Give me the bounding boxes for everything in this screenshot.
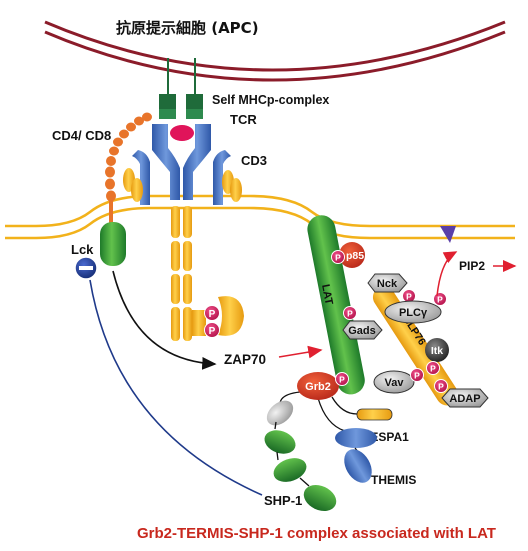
cd3-delta-left bbox=[131, 178, 143, 202]
lck-inhibition-symbol bbox=[74, 256, 98, 280]
itk-label: Itk bbox=[431, 345, 443, 357]
svg-text:P: P bbox=[335, 253, 341, 263]
plcg-enzyme bbox=[384, 300, 442, 324]
shp1-linker-1 bbox=[274, 421, 277, 430]
grb2-phospho: P bbox=[335, 372, 349, 386]
mhc-block-right-bottom bbox=[186, 109, 203, 119]
svg-text:P: P bbox=[438, 382, 444, 392]
adap-adaptor bbox=[441, 388, 489, 408]
grb2-adaptor bbox=[297, 372, 339, 400]
vav-label: Vav bbox=[385, 377, 405, 389]
plcg-phospho: P bbox=[433, 292, 447, 306]
figure-caption: Grb2-TERMIS-SHP-1 complex associated wit… bbox=[137, 525, 496, 542]
p85-subunit bbox=[339, 242, 365, 268]
p85-label: p85 bbox=[346, 250, 364, 262]
tcr-label: TCR bbox=[230, 112, 257, 127]
plcg-to-pip2-arrow bbox=[436, 251, 458, 297]
cd3-zeta-chains bbox=[171, 206, 206, 341]
tespa1-protein bbox=[356, 408, 393, 421]
self-mhc-label: Self MHCp-complex bbox=[212, 93, 329, 107]
lck-kinase bbox=[100, 222, 126, 266]
nck-label: Nck bbox=[377, 278, 398, 290]
nck-adaptor bbox=[367, 273, 408, 293]
gads-label: Gads bbox=[348, 325, 376, 337]
mhc-block-right-top bbox=[186, 94, 203, 109]
shp1-to-lck-line bbox=[89, 279, 263, 496]
svg-text:P: P bbox=[339, 375, 345, 385]
pip2-label: PIP2 bbox=[459, 259, 485, 273]
nck-phospho: P bbox=[402, 289, 416, 303]
themis-domain-1 bbox=[335, 428, 377, 448]
svg-text:P: P bbox=[209, 326, 216, 337]
cd3-label: CD3 bbox=[241, 153, 267, 168]
apc-membrane-inner bbox=[44, 30, 506, 82]
grb2-label: Grb2 bbox=[305, 381, 331, 393]
cd3-chain-left bbox=[132, 150, 150, 205]
plcg-label: PLCγ bbox=[399, 307, 428, 319]
zap70-phospho-1: P bbox=[204, 305, 220, 321]
pip2-marker bbox=[440, 226, 456, 243]
apc-label: 抗原提示細胞 (APC) bbox=[116, 19, 259, 37]
itk-phospho: P bbox=[426, 361, 440, 375]
grb2-tespa1-link bbox=[331, 396, 358, 415]
p85-phospho: P bbox=[331, 250, 345, 264]
themis-label: THEMIS bbox=[371, 473, 416, 487]
svg-text:P: P bbox=[430, 364, 436, 374]
shp1-domain-2 bbox=[264, 430, 296, 454]
adap-label: ADAP bbox=[449, 393, 480, 405]
cd4-cd8-label: CD4/ CD8 bbox=[52, 128, 111, 143]
zap70-phospho-2: P bbox=[204, 322, 220, 338]
shp1-linker-2 bbox=[276, 451, 279, 461]
vav-phospho: P bbox=[410, 368, 424, 382]
grb2-themis-link bbox=[317, 397, 346, 432]
zap70-body bbox=[218, 296, 244, 336]
svg-text:P: P bbox=[414, 371, 420, 381]
svg-text:P: P bbox=[437, 295, 443, 305]
vav-protein bbox=[373, 370, 415, 394]
mhc-block-left-bottom bbox=[159, 109, 176, 119]
peptide-antigen bbox=[170, 125, 194, 141]
lck-label: Lck bbox=[71, 242, 94, 257]
cd3-gamma-right bbox=[230, 178, 242, 202]
tcell-membrane-inner bbox=[5, 206, 515, 240]
shp1-linker-3 bbox=[299, 477, 310, 487]
shp1-label: SHP-1 bbox=[264, 493, 302, 508]
cd3-chain-right bbox=[213, 150, 231, 205]
cd4-cd8-coreceptor bbox=[105, 112, 152, 233]
lck-to-zap70-arrow bbox=[112, 270, 217, 370]
shp1-domain-1 bbox=[266, 400, 294, 426]
svg-text:P: P bbox=[347, 309, 353, 319]
mhc-block-left-top bbox=[159, 94, 176, 109]
zap70-label: ZAP70 bbox=[224, 352, 266, 367]
zap70-to-lat-arrow bbox=[278, 345, 323, 359]
gads-phospho: P bbox=[343, 306, 357, 320]
itk-kinase bbox=[425, 338, 449, 362]
tcell-membrane-outer bbox=[5, 194, 515, 228]
tcr-alpha-chain bbox=[152, 124, 180, 200]
shp1-domain-4 bbox=[303, 484, 337, 512]
lat-label: LAT bbox=[319, 283, 335, 306]
apc-membrane-outer bbox=[44, 20, 506, 72]
shp1-domain-3 bbox=[273, 458, 307, 482]
gads-adaptor bbox=[342, 320, 383, 340]
svg-text:P: P bbox=[209, 309, 216, 320]
tcr-beta-chain bbox=[183, 124, 211, 200]
themis-domain-2 bbox=[344, 449, 372, 483]
adap-phospho: P bbox=[434, 379, 448, 393]
lat-adaptor bbox=[307, 215, 365, 395]
svg-text:P: P bbox=[406, 292, 412, 302]
